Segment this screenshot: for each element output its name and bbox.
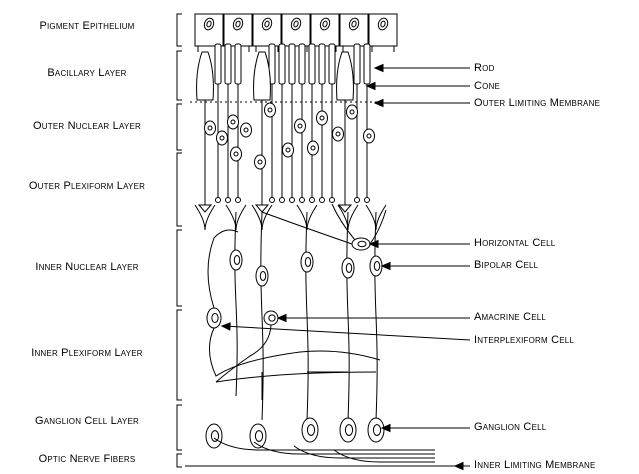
optic-nerve-fiber [254,442,435,454]
cone-inner-segment [197,52,214,100]
inner-plexiform-connection [216,372,376,400]
horizontal-cell-nucleus [358,241,366,246]
bracket-inner-plexiform-layer [177,310,182,400]
optic-nerve-fiber [334,450,435,462]
callout-arrowhead [222,323,230,330]
amacrine-cell-nucleus [269,315,275,321]
bracket-optic-nerve-fibers [177,454,182,467]
rod-outer-segment [329,44,335,84]
photoreceptor-nucleolus [286,148,290,152]
photoreceptor-nucleolus [268,108,272,112]
callout-arrowhead [455,463,463,470]
bracket-inner-nuclear-layer [177,230,182,306]
photoreceptor-nucleolus [208,126,212,130]
bipolar-axon [235,212,237,396]
cone-pedicle [199,205,211,212]
bipolar-cell-nucleus [346,264,351,273]
rod-spherule [300,198,305,203]
rod-spherule [355,198,360,203]
callout-arrowhead [382,263,390,270]
ganglion-cell-nucleus [373,425,380,436]
photoreceptor-nucleolus [367,134,371,138]
ganglion-cell-nucleus [307,425,314,436]
photoreceptor-nucleolus [244,128,248,132]
retinal-neurons [185,204,455,466]
horizontal-cell-process [262,204,386,244]
rod-spherule [280,198,285,203]
ganglion-cell-nucleus [211,431,218,442]
bracket-bacillary-layer [177,51,182,100]
photoreceptor-nucleolus [298,124,302,128]
bracket-outer-nuclear-layer [177,104,182,150]
bipolar-axon [306,212,308,420]
bipolar-cell-nucleus [305,258,310,267]
photoreceptor-nucleolus [350,110,354,114]
photoreceptor-nucleolus [220,136,224,140]
photoreceptor-nucleolus [336,132,340,136]
rod-spherule [290,198,295,203]
rod-outer-segment [354,44,360,84]
callout-arrowhead [278,315,286,322]
photoreceptor-nucleolus [234,152,238,156]
rod-spherule [216,198,221,203]
bipolar-cell-nucleus [234,256,239,265]
cone-inner-segment [254,52,271,100]
photoreceptor-nucleolus [258,160,262,164]
rod-spherule [320,198,325,203]
bracket-ganglion-cell-layer [177,405,182,450]
cone-pedicle [256,205,268,212]
rod-spherule [365,198,370,203]
epithelial-process [372,46,394,52]
bracket-outer-plexiform-layer [177,153,182,226]
rod-outer-segment [309,44,315,84]
bracket-pigment-epithelium [177,14,182,46]
rod-outer-segment [319,44,325,84]
rod-outer-segment [235,44,241,84]
rod-outer-segment [225,44,231,84]
ganglion-cell-nucleus [345,425,352,436]
interplexiform-cell-nucleus [212,314,218,323]
layer-brackets [177,14,182,467]
rod-spherule [330,198,335,203]
rod-spherule [310,198,315,203]
callout-arrowhead [375,65,383,72]
photoreceptor-nucleolus [320,116,324,120]
rod-outer-segment [215,44,221,84]
rod-outer-segment [364,44,370,84]
photoreceptor-cells [190,44,380,212]
rod-outer-segment [289,44,295,84]
rod-spherule [236,198,241,203]
bipolar-cell-nucleus [374,262,379,271]
rod-outer-segment [299,44,305,84]
callout-arrowhead [375,100,383,107]
rod-outer-segment [279,44,285,84]
photoreceptor-nucleolus [311,146,315,150]
ganglion-cell-nucleus [255,431,262,442]
rod-spherule [226,198,231,203]
bipolar-cell-nucleus [260,272,265,281]
optic-nerve-fiber [294,446,435,458]
photoreceptor-nucleolus [231,120,235,124]
optic-nerve-fiber [214,438,435,450]
rod-spherule [270,198,275,203]
cone-inner-segment [337,52,354,100]
